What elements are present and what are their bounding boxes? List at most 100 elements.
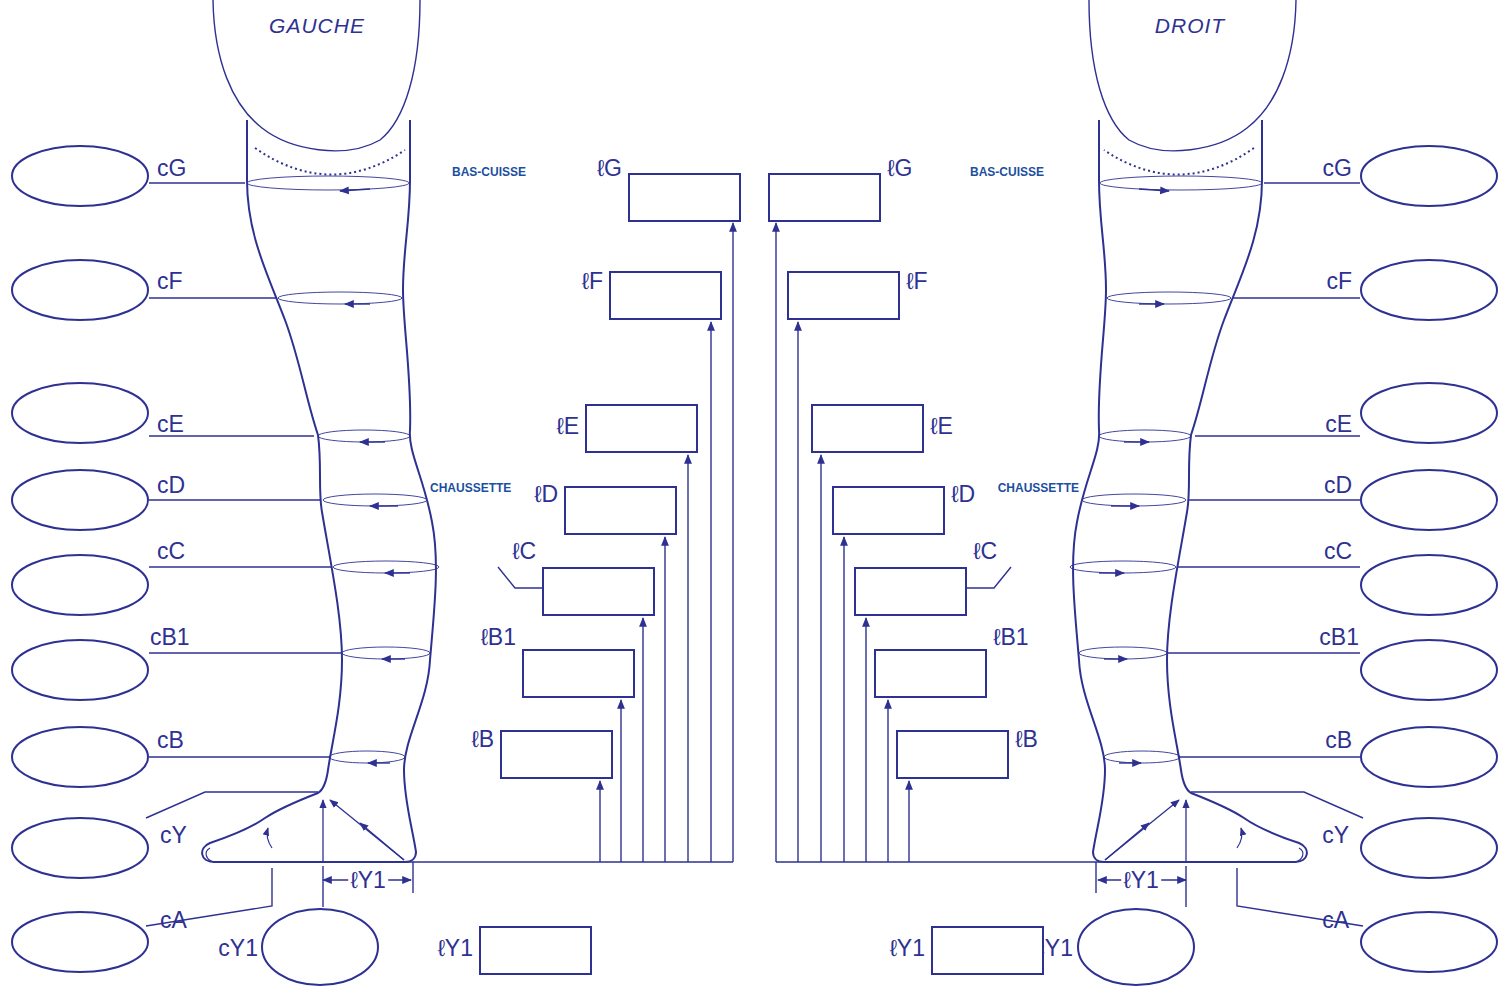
circumference-ellipse: cY1 [261,908,379,986]
measure-label: cY [1322,824,1349,847]
measure-label: cA [1322,909,1349,932]
measure-label: cG [1323,157,1352,180]
ellipse-outline [1360,145,1498,207]
measure-label: ℓY1 [889,937,925,960]
circumference-ellipse: cC [11,554,149,616]
circumference-ellipse: cG [1360,145,1498,207]
circumference-ellipse: cF [1360,259,1498,321]
ellipse-outline [261,908,379,986]
measure-label: ℓB1 [480,626,516,649]
ellipse-outline [1360,259,1498,321]
ellipse-outline [11,469,149,531]
measure-label: cB1 [150,626,190,649]
circumference-ellipse: cD [11,469,149,531]
measure-label: ℓB1 [993,626,1029,649]
circumference-ellipse: cC [1360,554,1498,616]
ellipse-outline [11,817,149,879]
ellipse-outline [1360,382,1498,444]
measure-label: ℓE [930,415,953,438]
measure-label: ℓD [534,483,558,506]
measure-label: cC [1324,540,1352,563]
length-box: ℓB [500,730,613,779]
ellipse-outline [1360,639,1498,701]
ellipse-outline [1077,908,1195,986]
measure-label: ℓG [887,157,912,180]
length-box: ℓG [628,173,741,222]
ellipse-outline [11,382,149,444]
ellipse-outline [11,911,149,973]
ellipse-outline [1360,469,1498,531]
length-box: ℓE [585,404,698,453]
circumference-ellipse: cY1 [1077,908,1195,986]
length-box: ℓD [832,486,945,535]
circumference-ellipse: cY [1360,817,1498,879]
ellipse-outline [11,639,149,701]
side-title: DROIT [1155,15,1225,36]
circumference-ellipse: cE [11,382,149,444]
length-box: ℓY1 [931,926,1044,975]
length-box: ℓY1 [479,926,592,975]
circumference-ellipse: cE [1360,382,1498,444]
measure-label: cE [1325,413,1352,436]
measure-label: ℓF [582,270,603,293]
dimension-label: ℓY1 [1121,869,1161,892]
length-box: ℓD [564,486,677,535]
ellipse-outline [1360,911,1498,973]
measure-label: cF [157,270,183,293]
circumference-ellipse: cB [1360,726,1498,788]
measure-label: cB [1325,729,1352,752]
measure-label: cC [157,540,185,563]
circumference-ellipse: cF [11,259,149,321]
measure-label: cG [157,157,186,180]
measure-label: cB [157,729,184,752]
measure-label: ℓG [597,157,622,180]
measure-label: ℓF [906,270,927,293]
measure-label: cB1 [1319,626,1359,649]
length-box: ℓB [896,730,1009,779]
measure-label: ℓD [951,483,975,506]
circumference-ellipse: cB [11,726,149,788]
measure-label: ℓC [512,540,536,563]
length-box: ℓF [787,271,900,320]
length-box: ℓC [542,567,655,616]
section-label: BAS-CUISSE [970,166,1044,178]
measure-label: cF [1326,270,1352,293]
measure-label: cD [157,474,185,497]
measure-label: ℓY1 [437,937,473,960]
side-title: GAUCHE [269,15,365,36]
circumference-ellipse: cB1 [1360,639,1498,701]
ellipse-outline [11,554,149,616]
measure-label: ℓC [973,540,997,563]
circumference-ellipse: cY [11,817,149,879]
section-label: BAS-CUISSE [452,166,526,178]
measure-label: cA [160,909,187,932]
length-box: ℓB1 [522,649,635,698]
circumference-ellipse: cD [1360,469,1498,531]
ellipse-outline [11,145,149,207]
measure-label: cY [160,824,187,847]
measure-label: cD [1324,474,1352,497]
length-box: ℓB1 [874,649,987,698]
ellipse-outline [11,259,149,321]
section-label: CHAUSSETTE [430,482,511,494]
measure-label: ℓB [1015,728,1038,751]
ellipse-outline [1360,554,1498,616]
circumference-ellipse: cB1 [11,639,149,701]
length-box: ℓC [854,567,967,616]
length-box: ℓF [609,271,722,320]
measure-label: cY1 [218,937,258,960]
section-label: CHAUSSETTE [998,482,1079,494]
circumference-ellipse: cG [11,145,149,207]
measure-label: cE [157,413,184,436]
length-box: ℓE [811,404,924,453]
circumference-ellipse: cA [11,911,149,973]
ellipse-outline [1360,726,1498,788]
measure-label: ℓB [471,728,494,751]
length-box: ℓG [768,173,881,222]
ellipse-outline [11,726,149,788]
dimension-label: ℓY1 [348,869,388,892]
measure-label: ℓE [556,415,579,438]
ellipse-outline [1360,817,1498,879]
circumference-ellipse: cA [1360,911,1498,973]
